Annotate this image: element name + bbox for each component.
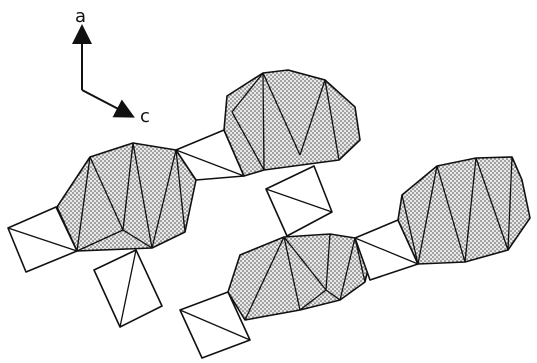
axis-indicator: a c [72, 6, 150, 127]
lower-left-polyhedron [227, 233, 371, 321]
upper-left-square [7, 206, 78, 273]
upper-right-hanging-square [265, 165, 333, 237]
upper-hanging-square [93, 249, 163, 328]
upper-left-polyhedron [56, 142, 197, 252]
a-axis-label: a [75, 6, 86, 27]
c-axis-arrow [81, 89, 135, 118]
upper-right-polyhedron [223, 69, 361, 177]
lower-right-polyhedron [397, 156, 531, 265]
lower-left-square [179, 291, 251, 359]
c-axis-label: c [140, 106, 150, 127]
